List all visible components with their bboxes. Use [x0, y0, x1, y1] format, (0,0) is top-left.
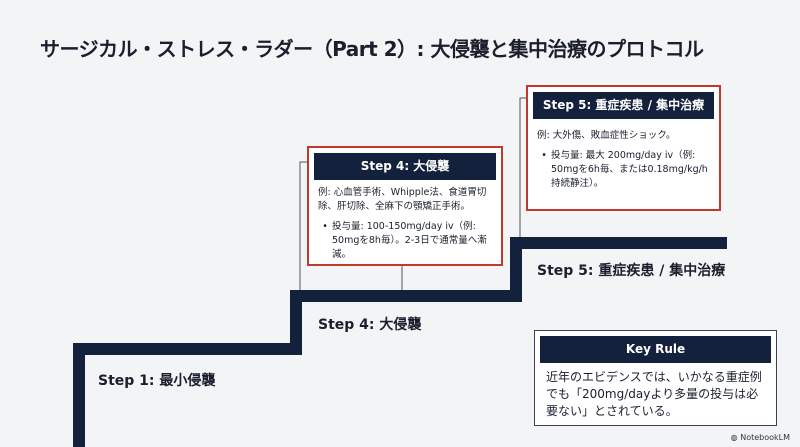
step5-box-header: Step 5: 重症疾患 / 集中治療	[533, 92, 714, 119]
key-rule-header: Key Rule	[540, 336, 771, 363]
step5-dose: 投与量: 最大 200mg/day iv（例: 50mgを6h毎、または0.18…	[551, 150, 708, 189]
bullet-icon: •	[322, 221, 328, 232]
notebooklm-logo-icon: ◍	[730, 433, 741, 442]
key-rule-box: Key Rule 近年のエビデンスでは、いかなる重症例でも「200mg/dayよ…	[534, 330, 777, 426]
step5-label: Step 5: 重症疾患 / 集中治療	[537, 263, 726, 279]
key-rule-text: 近年のエビデンスでは、いかなる重症例でも「200mg/dayより多量の投与は必要…	[546, 370, 762, 418]
page-title: サージカル・ストレス・ラダー（Part 2）: 大侵襲と集中治療のプロトコル	[40, 37, 704, 61]
brand-text: NotebookLM	[740, 433, 790, 442]
notebooklm-brand: ◍ NotebookLM	[731, 433, 790, 442]
step1-label: Step 1: 最小侵襲	[98, 373, 216, 389]
step4-detail-box: Step 4: 大侵襲 例: 心血管手術、Whipple法、食道胃切除、肝切除、…	[307, 146, 503, 266]
staircase-band	[73, 237, 727, 447]
step4-box-header: Step 4: 大侵襲	[314, 153, 496, 180]
step4-label: Step 4: 大侵襲	[318, 317, 422, 333]
connector-step4	[299, 161, 307, 290]
connector-step5	[519, 97, 526, 237]
bullet-icon: •	[541, 150, 547, 161]
step4-example: 例: 心血管手術、Whipple法、食道胃切除、肝切除、全麻下の顎矯正手術。	[318, 187, 487, 212]
step5-detail-box: Step 5: 重症疾患 / 集中治療 例: 大外傷、敗血症性ショック。 • 投与…	[526, 85, 721, 211]
step5-example: 例: 大外傷、敗血症性ショック。	[537, 130, 676, 141]
step4-dose: 投与量: 100-150mg/day iv（例: 50mgを8h毎）。2-3日で…	[332, 221, 487, 260]
